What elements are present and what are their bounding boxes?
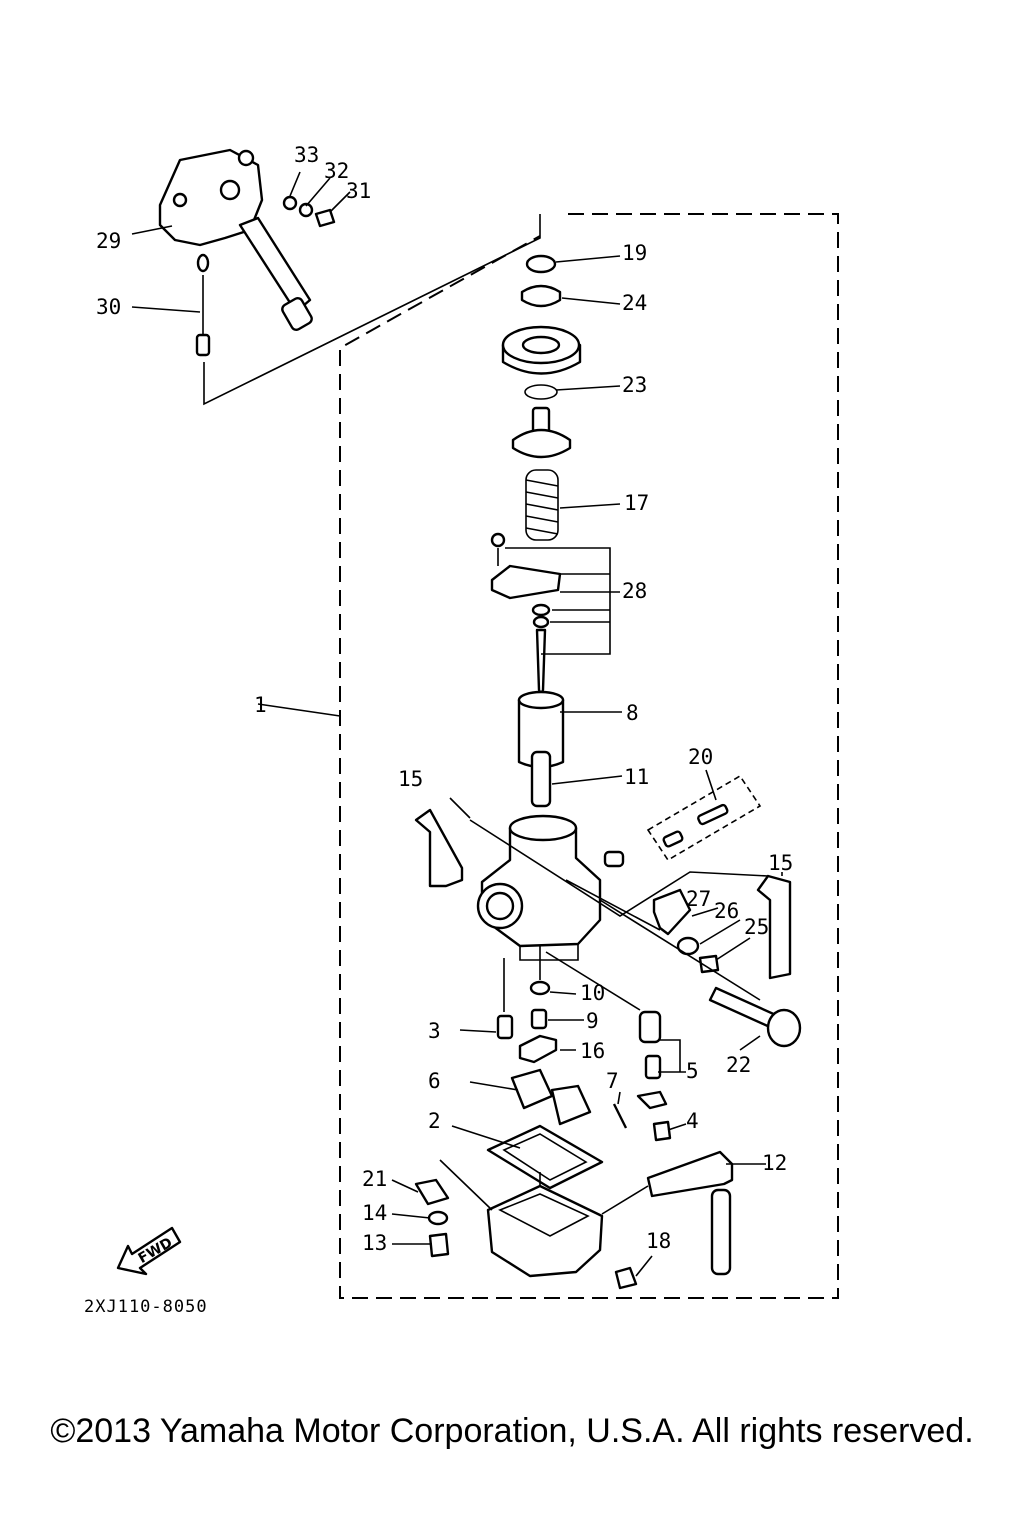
washer-19-part [525, 254, 557, 274]
part-label-6: 6 [428, 1069, 441, 1093]
part-label-17: 17 [624, 491, 649, 515]
part-label-14: 14 [362, 1201, 387, 1225]
float-chamber-part [486, 1184, 604, 1278]
washer-14-part [427, 1210, 449, 1226]
hose-15-left-part [414, 808, 464, 888]
part-label-1: 1 [254, 693, 267, 717]
hose-15-right-part [756, 874, 792, 980]
carburetor-body-part [476, 814, 602, 961]
part-label-13: 13 [362, 1231, 387, 1255]
part-label-3: 3 [428, 1019, 441, 1043]
screw-13-part [428, 1232, 450, 1258]
forward-direction-arrow: FWD [116, 1226, 182, 1276]
part-label-20: 20 [688, 745, 713, 769]
valve-cap-part [511, 406, 572, 459]
main-jet-9-part [530, 1008, 548, 1030]
screw-25-part [698, 954, 720, 974]
throttle-stop-screw-22-part [708, 986, 802, 1048]
copyright-notice: ©2013 Yamaha Motor Corporation, U.S.A. A… [50, 1412, 974, 1450]
leader-body-lines [599, 899, 761, 1001]
leader-lines [131, 171, 783, 1277]
part-label-32: 32 [324, 159, 349, 183]
part-label-28: 28 [622, 579, 647, 603]
screw-18-part [614, 1266, 638, 1290]
part-label-5: 5 [686, 1059, 699, 1083]
part-label-27: 27 [686, 887, 711, 911]
needle-valve-5-part [636, 1010, 668, 1110]
bracket-21-part [414, 1178, 450, 1206]
part-label-7: 7 [606, 1069, 619, 1093]
washer-10-part [529, 980, 551, 996]
spring-17-part [525, 469, 559, 541]
part-label-2: 2 [428, 1109, 441, 1133]
part-label-11: 11 [624, 765, 649, 789]
cable-end-part [195, 253, 211, 357]
part-label-21: 21 [362, 1167, 387, 1191]
part-label-29: 29 [96, 229, 121, 253]
gasket-2-part [486, 1124, 604, 1190]
pin-7-part [612, 1103, 628, 1129]
part-label-8: 8 [626, 701, 639, 725]
hardware-31-33 [282, 195, 336, 228]
assembly-boundary [339, 213, 839, 1299]
part-label-33: 33 [294, 143, 319, 167]
drain-hose-12-part [646, 1150, 734, 1198]
part-label-4: 4 [686, 1109, 699, 1133]
float-6-part [510, 1068, 592, 1126]
drain-hose-end-part [710, 1188, 732, 1276]
drawing-code: 2XJ110-8050 [84, 1297, 208, 1317]
needle-jet-11-part [530, 750, 552, 808]
part-label-25: 25 [744, 915, 769, 939]
needle-set-28-part [490, 532, 611, 696]
pilot-screw-20-part [646, 774, 762, 862]
part-label-19: 19 [622, 241, 647, 265]
part-label-10: 10 [580, 981, 605, 1005]
part-label-9: 9 [586, 1009, 599, 1033]
o-ring-23-part [524, 384, 558, 400]
seal-24-part [520, 284, 562, 308]
part-label-30: 30 [96, 295, 121, 319]
part-label-15a: 15 [398, 767, 423, 791]
jet-3-part [496, 1014, 514, 1040]
part-label-15b: 15 [768, 851, 793, 875]
screw-4-part [652, 1120, 672, 1142]
part-label-24: 24 [622, 291, 647, 315]
bracket-27-part [652, 888, 692, 936]
mixing-chamber-top-part [501, 325, 582, 375]
part-label-12: 12 [762, 1151, 787, 1175]
part-label-18: 18 [646, 1229, 671, 1253]
part-label-23: 23 [622, 373, 647, 397]
part-label-31: 31 [346, 179, 371, 203]
plug-part [603, 850, 625, 868]
part-label-26: 26 [714, 899, 739, 923]
throttle-housing-part [158, 148, 313, 331]
cable-route-line [203, 214, 541, 406]
part-label-22: 22 [726, 1053, 751, 1077]
washer-26-part [676, 936, 700, 956]
part-label-16: 16 [580, 1039, 605, 1063]
holder-16-part [518, 1034, 558, 1064]
